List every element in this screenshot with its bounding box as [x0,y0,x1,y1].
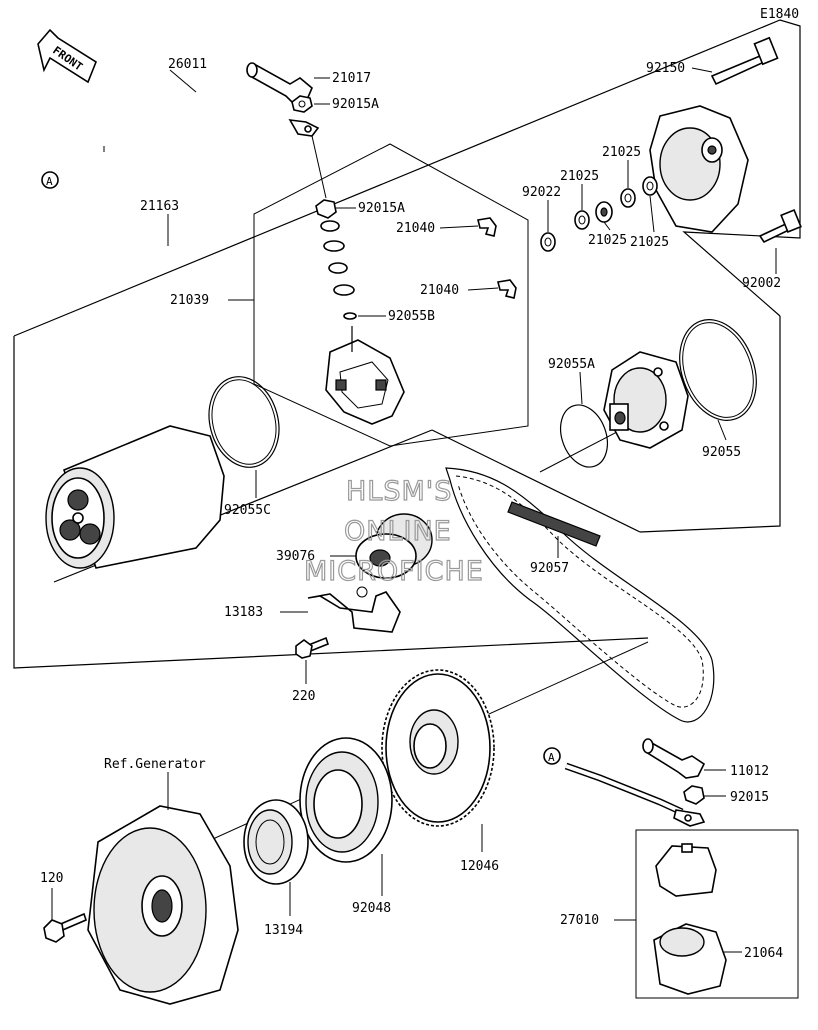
washer-21025-b-icon [595,201,613,223]
label-13194: 13194 [264,923,303,938]
cage-13194-icon [243,799,309,885]
label-92055a: 92055A [548,357,595,372]
label-92002: 92002 [742,276,781,291]
label-220: 220 [292,689,315,704]
label-21025-c: 21025 [602,145,641,160]
clip-21040-a-icon [477,217,497,237]
starter-motor-icon [45,425,225,569]
label-27010: 27010 [560,913,599,928]
terminal-cap-21017-icon [246,62,313,105]
label-21040-a: 21040 [396,221,435,236]
rear-cover-icon [649,105,749,233]
ref-generator-label: Ref.Generator [104,757,206,772]
svg-text:A: A [548,751,555,764]
front-arrow-icon: FRONT [37,28,97,84]
label-21017: 21017 [332,71,371,86]
label-92048: 92048 [352,901,391,916]
label-92055c: 92055C [224,503,271,518]
label-92055b: 92055B [388,309,435,324]
connector-a-icon: A A [41,171,561,765]
label-13183: 13183 [224,605,263,620]
idle-gear-39076-icon [355,513,433,579]
label-12046: 12046 [460,859,499,874]
o-ring-92055-icon [679,319,757,421]
svg-text:MICROFICHE: MICROFICHE [304,556,484,587]
label-21025-a: 21025 [560,169,599,184]
clip-21040-b-icon [497,279,517,299]
label-26011: 26011 [168,57,207,72]
bolt-120-icon [43,912,87,943]
bolt-220-icon [295,636,329,659]
generator-rotor-icon [87,805,239,1005]
svg-text:HLSM'S: HLSM'S [346,476,452,507]
diagram-code: E1840 [760,7,799,22]
relay-box [635,829,799,999]
bracket-13183-icon [307,586,401,633]
label-21025-d: 21025 [630,235,669,250]
cable-26011 [58,69,327,199]
nut-92015a-top-icon [291,95,313,113]
label-120: 120 [40,871,63,886]
brush-plate-icon [325,326,405,425]
label-92015a-top: 92015A [332,97,379,112]
clutch-92048-icon [299,737,393,863]
label-21163: 21163 [140,199,179,214]
washer-stack-icon [320,220,355,296]
label-39076: 39076 [276,549,315,564]
terminal-cap-11012-icon [642,738,706,779]
washer-92022-icon [540,232,556,252]
nut-92015a-mid-icon [315,199,337,219]
label-92022: 92022 [522,185,561,200]
washer-21025-a-icon [574,210,590,230]
label-92015a-mid: 92015A [358,201,405,216]
label-92055: 92055 [702,445,741,460]
label-21025-b: 21025 [588,233,627,248]
bolt-92150-icon [710,36,779,86]
o-ring-92055c-icon [208,376,280,468]
label-21064: 21064 [744,946,783,961]
label-11012: 11012 [730,764,769,779]
washer-21025-d-icon [642,176,658,196]
spring-92055b-icon [343,312,357,320]
cable-lower [564,762,706,827]
label-21040-b: 21040 [420,283,459,298]
sprocket-12046-icon [381,669,495,827]
bolt-92002-icon [758,208,802,244]
watermark: HLSM'S ONLINE MICROFICHE [303,475,484,587]
nut-92015-icon [683,785,705,805]
o-ring-92055a-icon [560,404,608,468]
chain-92057-icon [445,467,715,723]
svg-text:ONLINE: ONLINE [344,516,452,547]
front-cover-icon [603,351,689,449]
washer-21025-c-icon [620,188,636,208]
svg-text:A: A [46,175,53,188]
label-21039: 21039 [170,293,209,308]
label-92015: 92015 [730,790,769,805]
label-92057: 92057 [530,561,569,576]
label-92150: 92150 [646,61,685,76]
